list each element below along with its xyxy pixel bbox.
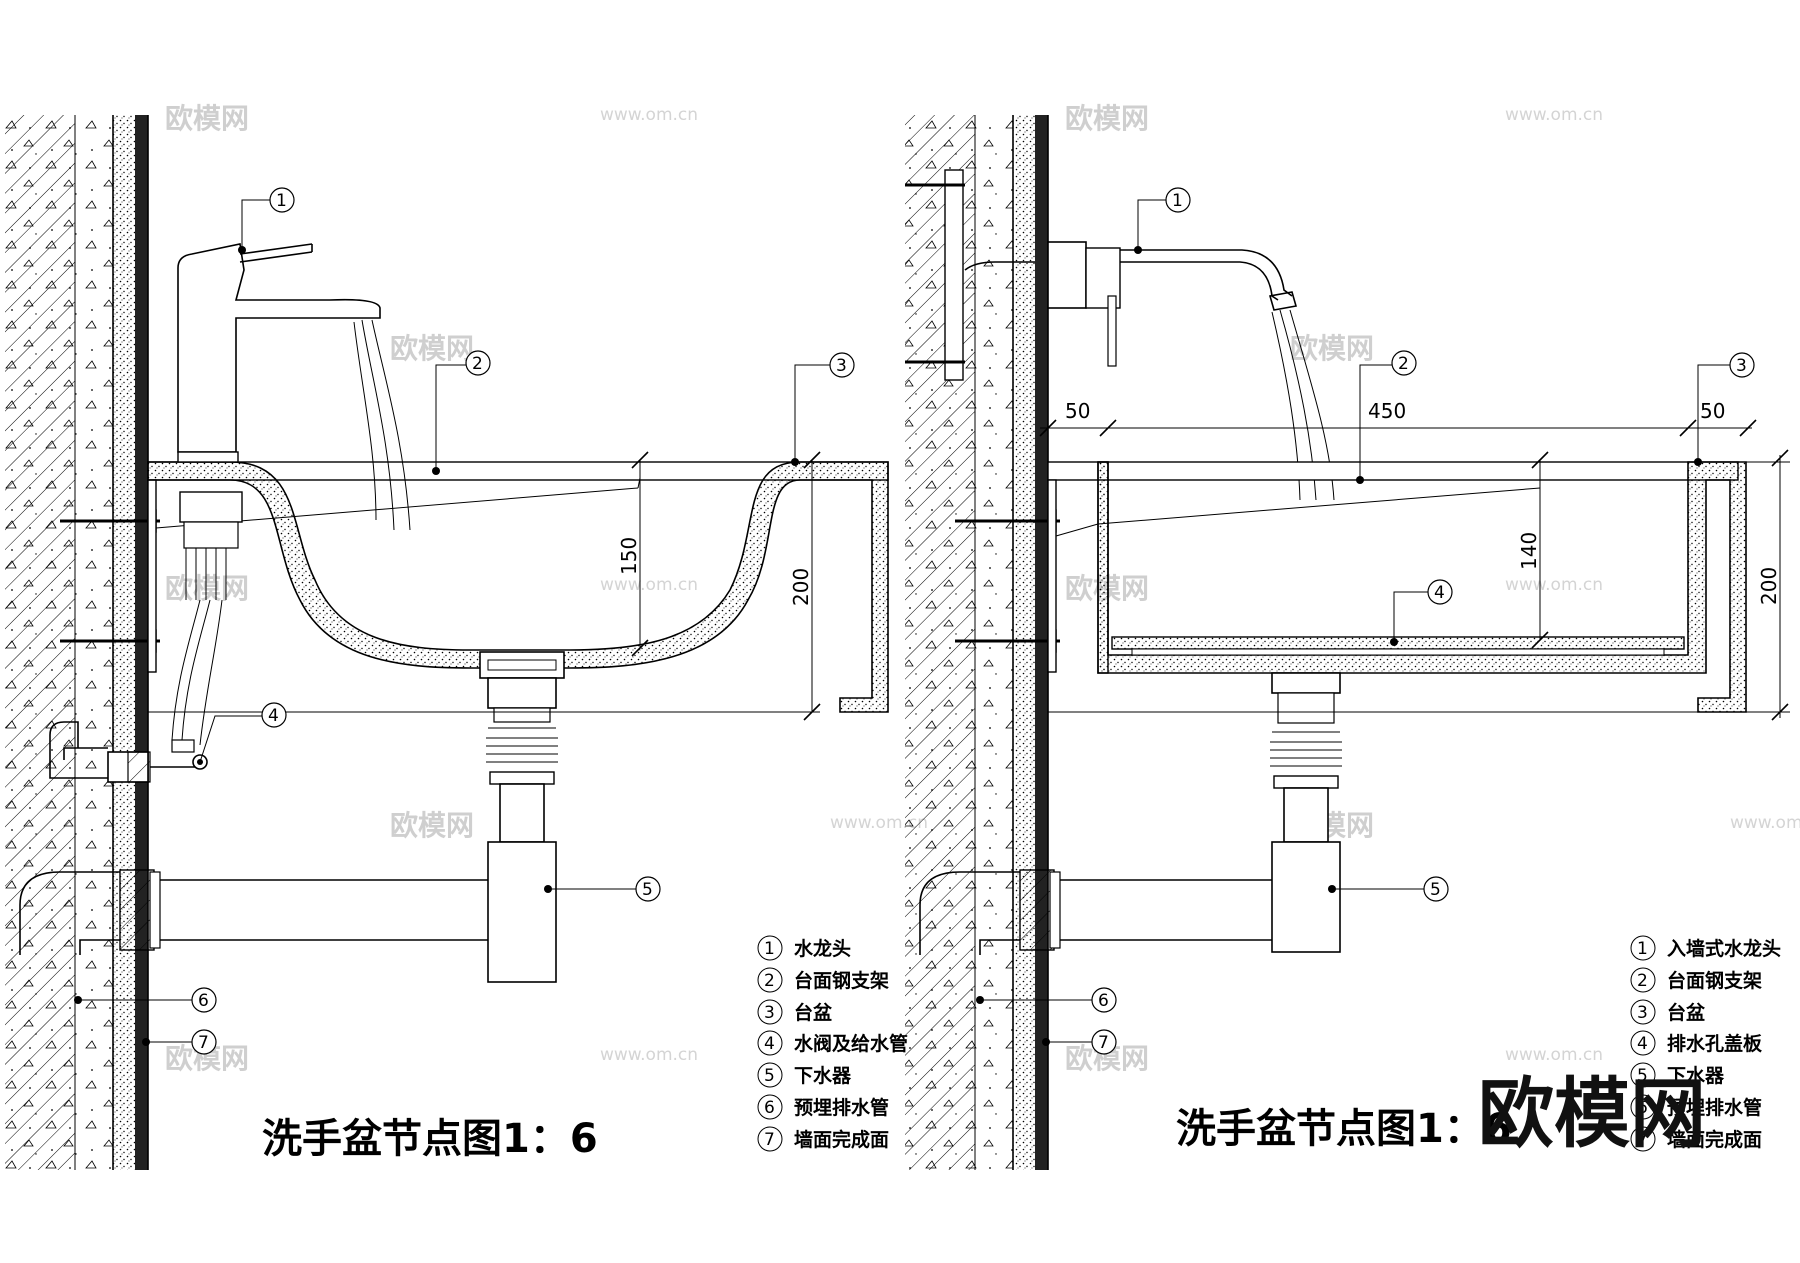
- left-dimensions: 150 200: [148, 451, 821, 721]
- watermark-url: www.om.cn: [1505, 575, 1603, 595]
- legend-label: 下水器: [794, 1065, 852, 1087]
- right-dimensions: 50 450 50 140 200: [1039, 399, 1790, 721]
- right-basin: [1097, 461, 1747, 713]
- left-drain-trap: [19, 677, 558, 983]
- svg-text:4: 4: [268, 706, 279, 726]
- svg-text:6: 6: [198, 991, 209, 1011]
- watermark-url: www.om.cn: [600, 575, 698, 595]
- legend-num: 7: [1637, 1130, 1648, 1150]
- legend-num: 1: [764, 939, 775, 959]
- right-wall-faucet: [1047, 241, 1335, 501]
- watermark-brand: 欧模网: [1065, 102, 1149, 135]
- svg-text:3: 3: [1736, 356, 1747, 376]
- left-faucet: [177, 243, 411, 531]
- legend-num: 6: [1637, 1098, 1648, 1118]
- svg-text:7: 7: [198, 1033, 209, 1053]
- legend-label: 水阀及给水管: [794, 1032, 908, 1055]
- dim-width: 450: [1368, 399, 1406, 423]
- watermark-brand: 欧模网: [165, 572, 249, 605]
- dim-left-margin: 50: [1065, 399, 1090, 423]
- legend-num: 6: [764, 1098, 775, 1118]
- right-caption: 洗手盆节点图1：6: [1176, 1106, 1512, 1152]
- svg-text:2: 2: [1398, 354, 1409, 374]
- svg-text:5: 5: [1430, 880, 1441, 900]
- left-supply-valve: [49, 491, 243, 783]
- watermark-url: www.om.cn: [600, 1045, 698, 1065]
- svg-text:1: 1: [1172, 191, 1183, 211]
- watermark-url: www.om.cn: [1505, 105, 1603, 125]
- watermark-layer: 欧模网 www.om.cn 欧模网 www.om.cn 欧模网 欧模网 欧模网 …: [165, 102, 1800, 1075]
- right-drain-trap: [919, 672, 1342, 955]
- legend-num: 4: [764, 1034, 775, 1054]
- left-basin: [147, 461, 889, 713]
- legend-label: 预埋排水管: [794, 1096, 889, 1119]
- left-detail: 150 200 1 2 3 4: [5, 115, 908, 1170]
- legend-num: 7: [764, 1130, 775, 1150]
- legend-label: 台面钢支架: [794, 969, 889, 992]
- legend-label: 墙面完成面: [1667, 1128, 1762, 1151]
- legend-num: 2: [764, 971, 775, 991]
- svg-text:2: 2: [472, 354, 483, 374]
- left-callouts: 1 2 3 4 5 6 7: [74, 187, 855, 1055]
- legend-label: 下水器: [1667, 1065, 1725, 1087]
- legend-num: 3: [1637, 1003, 1648, 1023]
- watermark-url: www.om.cn: [1730, 813, 1800, 833]
- legend-label: 水龙头: [794, 937, 851, 960]
- dim-right-margin: 50: [1700, 399, 1725, 423]
- legend-label: 台面钢支架: [1667, 969, 1762, 992]
- legend-label: 排水孔盖板: [1667, 1032, 1763, 1055]
- left-legend: 1 水龙头 2 台面钢支架 3 台盆 4 水阀及给水管 5 下水器 6 预埋排水管 7 墙面完…: [757, 935, 908, 1152]
- dim-total-height: 200: [1757, 567, 1781, 605]
- legend-label: 台盆: [1667, 1001, 1706, 1024]
- right-steel-bracket: [1047, 461, 1739, 673]
- watermark-brand: 欧模网: [165, 102, 249, 135]
- watermark-brand: 欧模网: [1290, 332, 1374, 365]
- svg-text:5: 5: [642, 880, 653, 900]
- watermark-brand: 欧模网: [390, 809, 474, 842]
- legend-num: 5: [1637, 1066, 1648, 1086]
- brand-logo: 欧模网: [1478, 1069, 1706, 1158]
- watermark-url: www.om.cn: [830, 813, 928, 833]
- legend-label: 入墙式水龙头: [1667, 937, 1781, 960]
- left-caption: 洗手盆节点图1：6: [262, 1116, 598, 1162]
- dim-basin-depth: 150: [617, 537, 641, 575]
- svg-text:1: 1: [276, 191, 287, 211]
- legend-num: 3: [764, 1003, 775, 1023]
- svg-text:7: 7: [1098, 1033, 1109, 1053]
- dim-basin-depth: 140: [1517, 532, 1541, 570]
- legend-num: 4: [1637, 1034, 1648, 1054]
- watermark-brand: 欧模网: [390, 332, 474, 365]
- watermark-url: www.om.cn: [600, 105, 698, 125]
- svg-text:3: 3: [836, 356, 847, 376]
- watermark-url: www.om.cn: [1505, 1045, 1603, 1065]
- dim-total-height: 200: [789, 568, 813, 606]
- legend-label: 台盆: [794, 1001, 833, 1024]
- legend-label: 预埋排水管: [1667, 1096, 1762, 1119]
- svg-text:6: 6: [1098, 991, 1109, 1011]
- right-detail: 50 450 50 140 200 1 2: [905, 115, 1790, 1170]
- legend-label: 墙面完成面: [794, 1128, 889, 1151]
- legend-num: 2: [1637, 971, 1648, 991]
- right-callouts: 1 2 3 4 5 6 7: [976, 187, 1755, 1055]
- svg-text:4: 4: [1434, 583, 1445, 603]
- legend-num: 1: [1637, 939, 1648, 959]
- legend-num: 5: [764, 1066, 775, 1086]
